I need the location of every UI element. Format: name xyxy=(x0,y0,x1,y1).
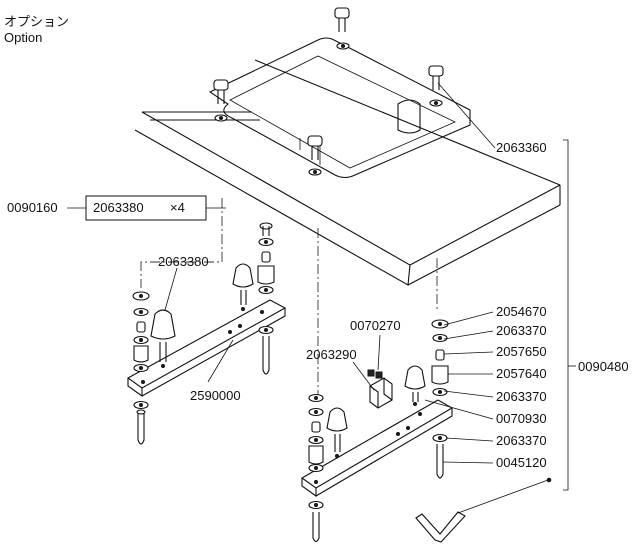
hinge-pin-top-4 xyxy=(307,135,323,176)
right-rail xyxy=(300,399,454,498)
title-english: Option xyxy=(4,30,42,45)
rubber-cushion-left-2 xyxy=(232,263,254,311)
label-2063370-b: 2063370 xyxy=(496,389,547,404)
rubber-cushion-right-1 xyxy=(326,407,348,458)
label-box-2063380: 2063380 xyxy=(93,200,144,215)
title-japanese: オプション xyxy=(4,14,69,29)
label-2590000: 2590000 xyxy=(190,388,241,403)
rubber-cushion-left xyxy=(150,309,176,368)
table-top xyxy=(134,37,561,286)
left-stack-2 xyxy=(257,222,275,375)
label-0070270: 0070270 xyxy=(350,318,401,333)
bracket xyxy=(369,377,393,409)
hex-key xyxy=(415,511,466,543)
screws xyxy=(367,369,383,379)
label-2054670: 2054670 xyxy=(496,304,547,319)
label-0070930: 0070930 xyxy=(496,411,547,426)
right-stack-2 xyxy=(431,319,449,479)
hinge-pin-top-1 xyxy=(334,7,350,50)
label-0090160: 0090160 xyxy=(7,200,58,215)
label-2063290: 2063290 xyxy=(306,347,357,362)
label-box-2063380-x4 xyxy=(85,195,207,221)
label-2057650: 2057650 xyxy=(496,344,547,359)
label-2063380: 2063380 xyxy=(158,254,209,269)
label-2063370-a: 2063370 xyxy=(496,323,547,338)
label-times4: ×4 xyxy=(170,200,185,215)
left-stack-1 xyxy=(132,291,150,445)
hinge-pin-top-3 xyxy=(428,65,444,107)
label-2057640: 2057640 xyxy=(496,366,547,381)
leader-lines xyxy=(67,82,576,514)
label-0090480: 0090480 xyxy=(578,359,629,374)
label-2063360: 2063360 xyxy=(496,140,547,155)
hinge-pin-top-2 xyxy=(213,79,229,122)
left-rail xyxy=(126,299,287,398)
right-stack-1 xyxy=(308,393,324,543)
rubber-cushion-right-2 xyxy=(404,365,426,406)
label-2063370-c: 2063370 xyxy=(496,433,547,448)
label-0045120: 0045120 xyxy=(496,455,547,470)
